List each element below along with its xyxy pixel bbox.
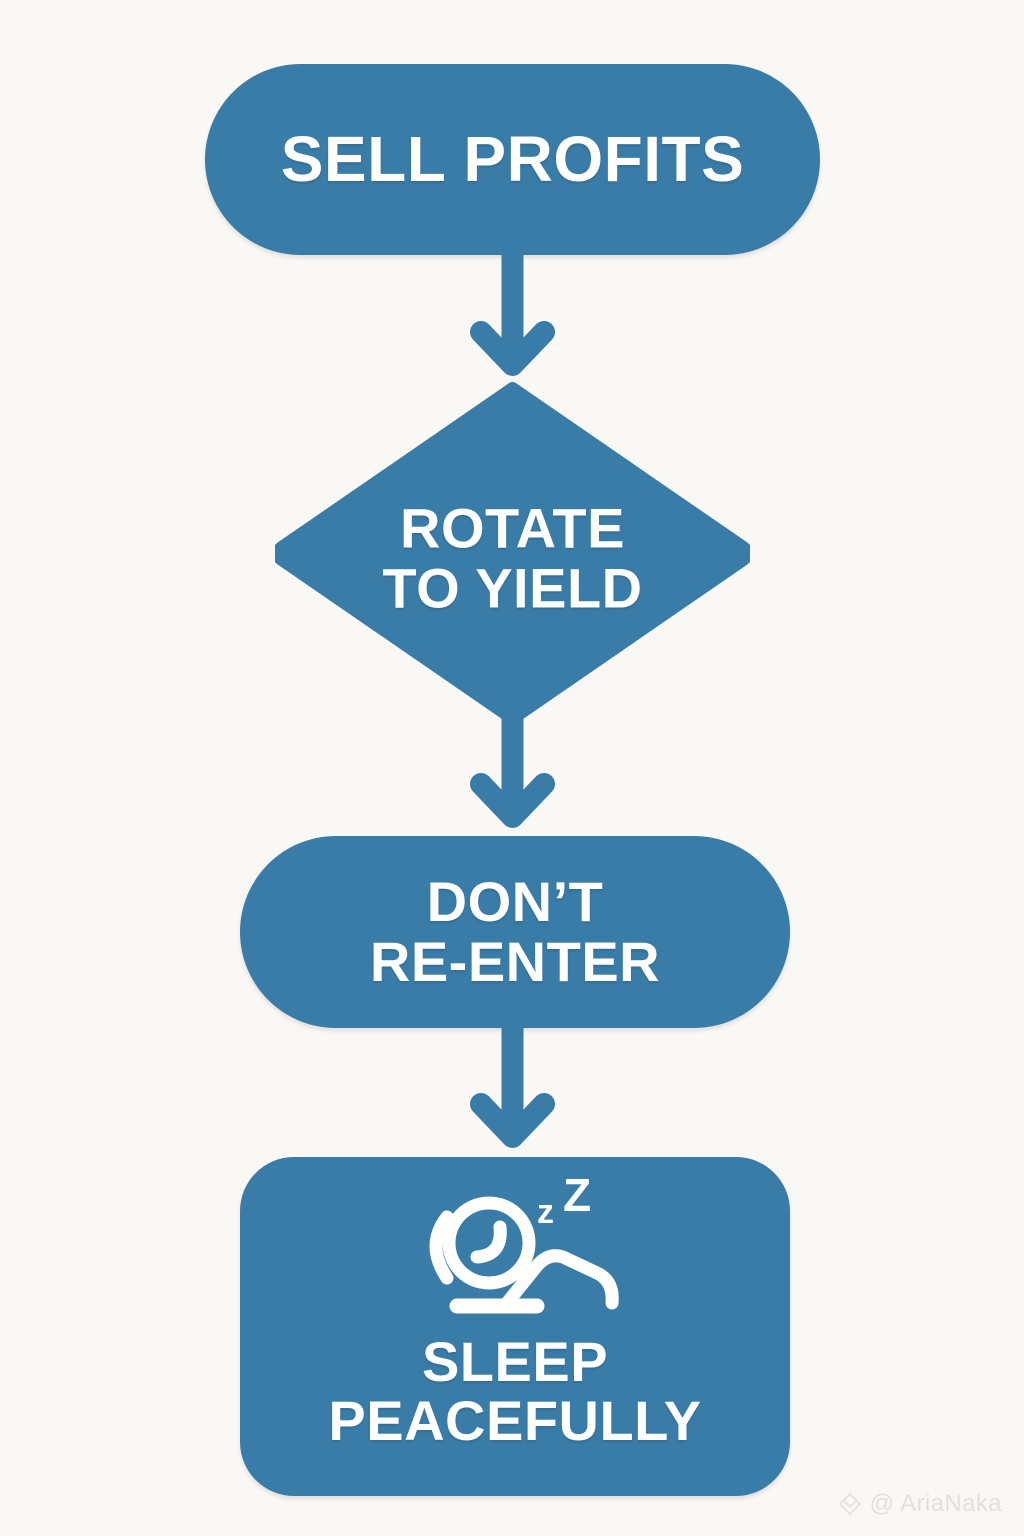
- arrow-connector-3: [470, 1022, 555, 1148]
- flow-node-label-sleep-peacefully: SLEEP PEACEFULLY: [328, 1330, 702, 1452]
- arrow-connector-2: [470, 718, 555, 828]
- sleep-icon-body-arc: [500, 1249, 619, 1310]
- watermark: @ AriaNaka: [837, 1490, 1002, 1518]
- sleep-icon-hair-arc: [429, 1210, 454, 1285]
- arrow-head-3: [470, 1093, 555, 1148]
- flow-node-sleep-peacefully[interactable]: z Z SLEEP PEACEFULLY: [240, 1157, 790, 1496]
- flow-node-label-dont-re-enter: DON’T RE-ENTER: [369, 869, 661, 993]
- flow-node-rotate-to-yield[interactable]: ROTATE TO YIELD: [275, 382, 750, 725]
- sleeping-person-icon: z Z: [429, 1175, 619, 1314]
- flow-node-label-rotate-to-yield: ROTATE TO YIELD: [382, 495, 643, 620]
- flow-node-label-sell-profits: SELL PROFITS: [280, 122, 745, 195]
- watermark-handle: @ AriaNaka: [869, 1490, 1002, 1517]
- arrow-head-1: [470, 321, 555, 376]
- sleep-icon-head: [442, 1196, 536, 1290]
- arrow-connector-1: [470, 250, 555, 376]
- arrow-head-2: [470, 773, 555, 828]
- flow-node-sell-profits[interactable]: SELL PROFITS: [205, 64, 820, 255]
- sleep-icon-z-small: z: [537, 1193, 554, 1231]
- flow-node-dont-re-enter[interactable]: DON’T RE-ENTER: [240, 836, 790, 1028]
- sleep-icon-closed-eye: [470, 1220, 507, 1264]
- sleep-icon-z-large: Z: [563, 1175, 591, 1221]
- rhombus-logo-icon: [838, 1493, 861, 1515]
